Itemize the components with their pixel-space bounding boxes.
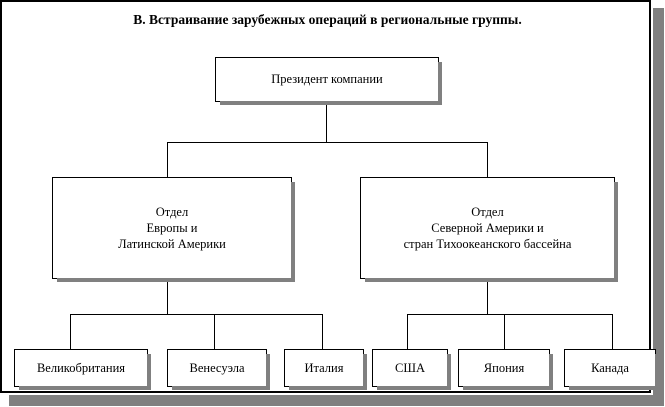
connector-dept-europe-stem: [167, 279, 168, 314]
node-shadow: [655, 354, 659, 390]
node-label: Отдел Северной Америки и стран Тихоокеан…: [403, 204, 572, 252]
node-venezuela[interactable]: Венесуэла: [167, 349, 270, 390]
chart-title: B. Встраивание зарубежных операций в рег…: [133, 12, 522, 27]
node-label: Великобритания: [36, 360, 126, 375]
node-shadow: [614, 182, 618, 282]
node-label: Венесуэла: [189, 360, 245, 375]
node-shadow: [172, 386, 270, 390]
node-uk[interactable]: Великобритания: [14, 349, 151, 390]
connector-drop-uk: [70, 314, 71, 349]
frame-shadow-bottom: [9, 395, 664, 406]
node-shadow: [57, 278, 295, 282]
node-canada[interactable]: Канада: [564, 349, 659, 390]
node-shadow: [463, 386, 553, 390]
connector-dept-america-pacific-stem: [487, 279, 488, 314]
connector-right-group-bus: [407, 314, 613, 315]
connector-president-stem: [326, 102, 327, 142]
chart-frame: B. Встраивание зарубежных операций в рег…: [0, 0, 659, 393]
node-dept-america-pacific[interactable]: Отдел Северной Америки и стран Тихоокеан…: [360, 177, 618, 282]
node-shadow: [289, 386, 367, 390]
connector-drop-dept-europe: [167, 142, 168, 177]
node-shadow: [365, 278, 618, 282]
node-label: Отдел Европы и Латинской Америки: [118, 204, 226, 252]
connector-left-group-bus: [70, 314, 322, 315]
connector-drop-canada: [612, 314, 613, 349]
node-italy[interactable]: Италия: [284, 349, 367, 390]
node-dept-europe[interactable]: Отдел Европы и Латинской Америки: [52, 177, 295, 282]
node-label: США: [395, 360, 425, 375]
node-shadow: [549, 354, 553, 390]
frame-shadow-right: [653, 8, 664, 406]
node-usa[interactable]: США: [372, 349, 451, 390]
node-shadow: [266, 354, 270, 390]
node-shadow: [19, 386, 151, 390]
node-shadow: [569, 386, 659, 390]
node-label: Япония: [483, 360, 525, 375]
node-label: Канада: [591, 360, 629, 375]
node-president[interactable]: Президент компании: [215, 57, 442, 105]
node-shadow: [220, 101, 442, 105]
node-shadow: [363, 354, 367, 390]
connector-level1-bus: [167, 142, 487, 143]
node-label: Италия: [304, 360, 344, 375]
connector-drop-italy: [322, 314, 323, 349]
connector-drop-venezuela: [214, 314, 215, 349]
node-shadow: [447, 354, 451, 390]
node-shadow: [438, 62, 442, 105]
connector-drop-japan: [504, 314, 505, 349]
connector-drop-dept-america-pacific: [487, 142, 488, 177]
node-shadow: [147, 354, 151, 390]
node-label: Президент компании: [271, 72, 383, 87]
node-shadow: [291, 182, 295, 282]
node-shadow: [377, 386, 451, 390]
connector-drop-usa: [407, 314, 408, 349]
node-japan[interactable]: Япония: [458, 349, 553, 390]
